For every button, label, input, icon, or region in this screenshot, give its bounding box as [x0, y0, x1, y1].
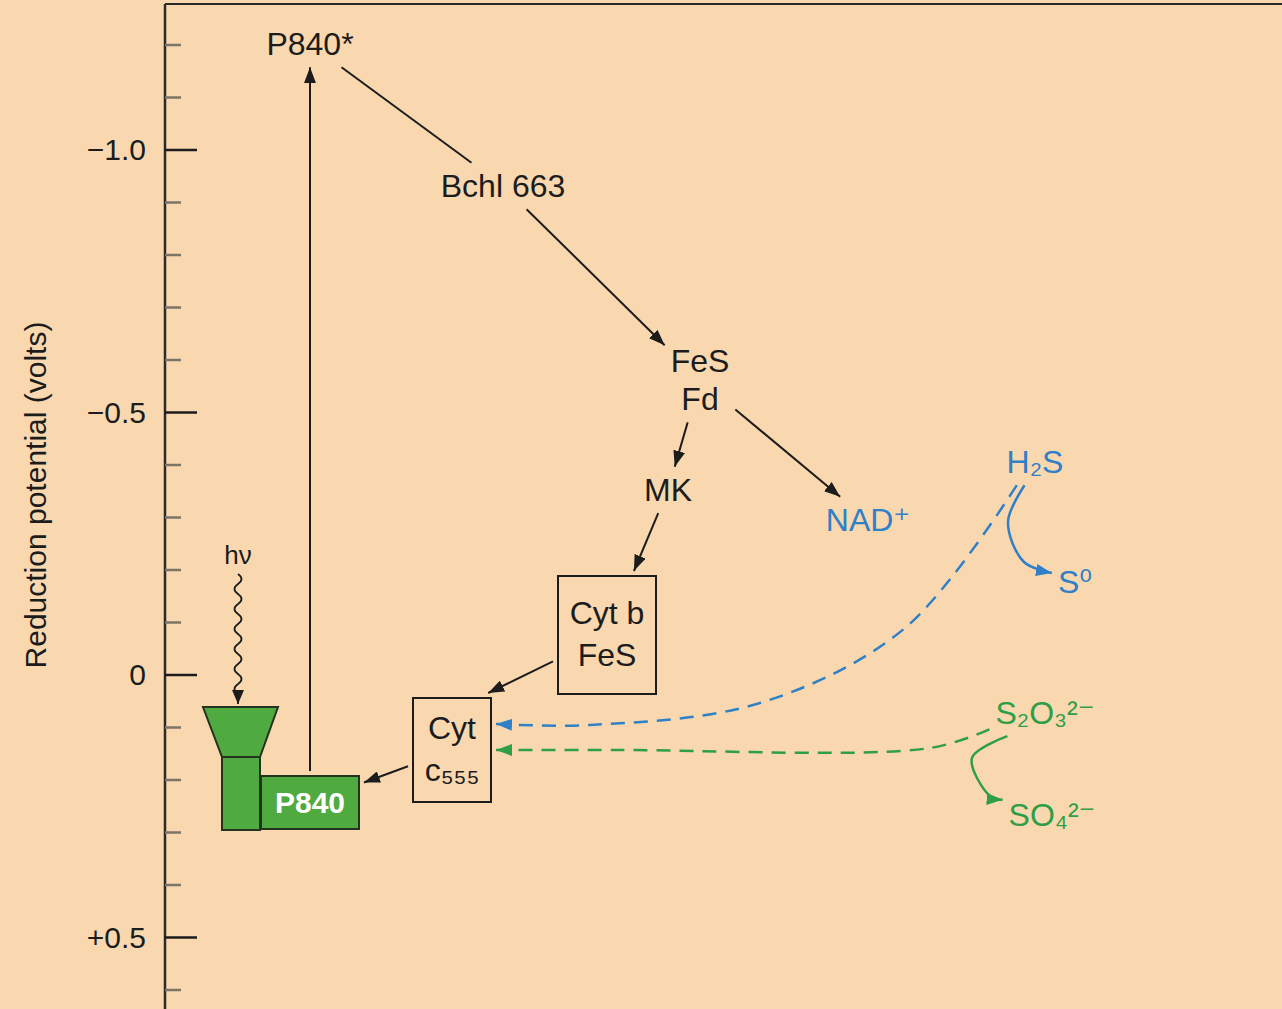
tick-label: −0.5 — [87, 396, 146, 430]
reaction-center: P840 — [260, 775, 360, 830]
tick-label: 0 — [129, 658, 146, 692]
electron-transfer-arrow — [972, 736, 1008, 800]
light-label: hν — [224, 540, 251, 571]
node-text: P840* — [266, 25, 353, 63]
donor-product: S⁰ — [1056, 563, 1094, 601]
donor-electron-arrow — [496, 485, 1017, 726]
major-ticks — [165, 150, 197, 938]
electron-donor: H₂S — [1005, 443, 1066, 481]
node-text: FeS — [671, 342, 730, 380]
carrier-box: Cyt c₅₅₅ — [412, 697, 492, 803]
axis-line — [164, 4, 167, 1009]
electron-transfer-arrow — [1008, 485, 1052, 573]
node-text: Cyt b — [570, 593, 645, 635]
electron-transfer-arrow — [527, 209, 665, 345]
node-text: Fd — [671, 380, 730, 418]
carrier-box: Cyt bFeS — [557, 575, 657, 695]
carrier-label: MK — [642, 471, 694, 509]
tick-label: +0.5 — [87, 921, 146, 955]
node-text: SO₄²⁻ — [1009, 796, 1096, 834]
electron-transfer-arrow — [309, 67, 311, 771]
node-text: P840 — [275, 783, 345, 822]
axis-title: Reduction potential (volts) — [19, 322, 53, 669]
node-text: FeS — [578, 635, 637, 677]
tick-label: 0 — [129, 658, 146, 692]
antenna-funnel — [203, 707, 278, 757]
electron-donor: S₂O₃²⁻ — [993, 694, 1096, 732]
electron-transfer-arrow — [634, 513, 658, 571]
minor-ticks — [165, 45, 181, 990]
node-text: S⁰ — [1058, 563, 1092, 601]
antenna-stem — [222, 757, 260, 830]
node-text: S₂O₃²⁻ — [995, 694, 1094, 732]
tick-label: −1.0 — [87, 133, 146, 167]
electron-transfer-arrow — [364, 766, 408, 782]
axis-title: Reduction potential (volts) — [19, 322, 53, 669]
electron-transfer-arrow — [342, 67, 472, 163]
tick-label: −1.0 — [87, 133, 146, 167]
electron-acceptor: NAD⁺ — [824, 501, 912, 539]
carrier-label: Bchl 663 — [439, 167, 568, 205]
light-label: hν — [224, 540, 251, 571]
electron-transfer-arrow — [735, 409, 840, 496]
excited-state: P840* — [264, 25, 355, 63]
donor-product: SO₄²⁻ — [1007, 796, 1098, 834]
node-text: Bchl 663 — [441, 167, 566, 205]
node-text: MK — [644, 471, 692, 509]
tick-label: −0.5 — [87, 396, 146, 430]
tick-label: +0.5 — [87, 921, 146, 955]
carrier-label: FeSFd — [669, 342, 732, 419]
node-text: H₂S — [1007, 443, 1064, 481]
frame-line — [165, 3, 1282, 5]
electron-transfer-arrow — [675, 422, 688, 466]
light-wave-arrow — [235, 574, 242, 704]
node-text: NAD⁺ — [826, 501, 910, 539]
node-text: Cyt c₅₅₅ — [425, 708, 480, 791]
electron-transfer-arrow — [488, 661, 553, 693]
donor-electron-arrow — [496, 729, 989, 753]
